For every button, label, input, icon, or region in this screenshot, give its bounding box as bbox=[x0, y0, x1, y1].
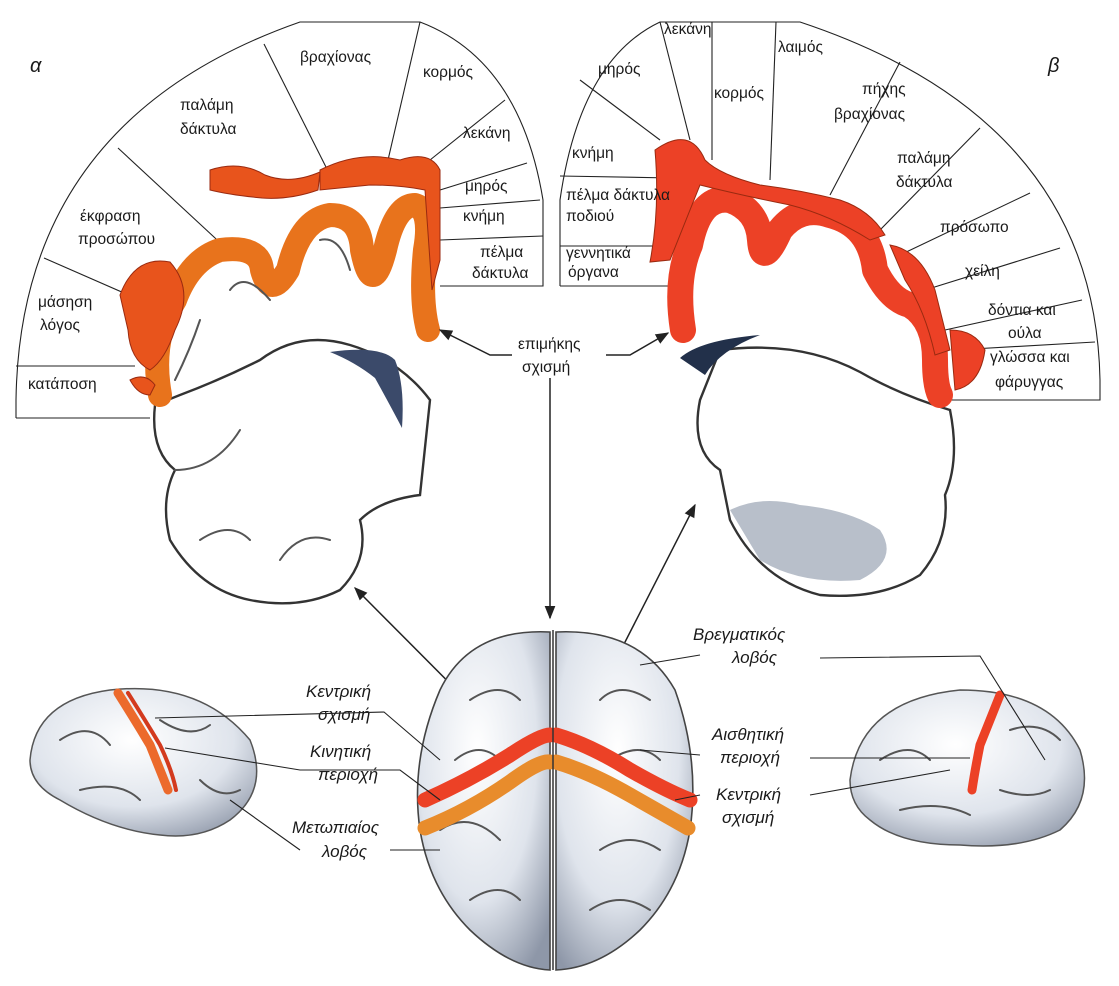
label-metopiaios-1: Μετωπιαίος bbox=[292, 818, 380, 837]
label-b-prosopo: πρόσωπο bbox=[940, 219, 1009, 236]
label-a-ekfrasi-1: έκφραση bbox=[80, 208, 141, 225]
label-b-pichis-2: βραχίονας bbox=[834, 106, 905, 123]
label-a-ekfrasi-2: προσώπου bbox=[78, 231, 155, 248]
top-view-brain bbox=[416, 630, 698, 971]
label-b-dontia-2: ούλα bbox=[1008, 325, 1042, 342]
label-metopiaios-2: λοβός bbox=[321, 842, 368, 861]
label-a-vrachionas: βραχίονας bbox=[300, 49, 371, 66]
panel-b-temporal-fold bbox=[730, 501, 887, 581]
label-aisthitiki-2: περιοχή bbox=[720, 748, 780, 767]
center-fissure-label: επιμήκης σχισμή bbox=[518, 336, 580, 376]
label-b-gennitika-1: γεννητικά bbox=[566, 245, 631, 262]
label-b-palami-1: παλάμη bbox=[897, 150, 950, 167]
label-a-pelma-2: δάκτυλα bbox=[472, 265, 528, 282]
label-aisthitiki-1: Αισθητική bbox=[711, 725, 784, 744]
label-b-palami-2: δάκτυλα bbox=[896, 174, 952, 191]
label-a-palami-1: παλάμη bbox=[180, 97, 233, 114]
left-lateral-brain bbox=[29, 687, 258, 837]
panel-b-fan-outer bbox=[559, 21, 1101, 401]
label-kentriki-left-1: Κεντρική bbox=[306, 682, 371, 701]
label-epimikis: επιμήκης bbox=[518, 336, 580, 353]
left-brain-motor-strip bbox=[113, 688, 173, 795]
top-brain-sensory-strip bbox=[417, 727, 698, 808]
label-kentriki-left-2: σχισμή bbox=[318, 705, 370, 724]
right-lateral-brain bbox=[849, 689, 1086, 847]
label-b-laimos: λαιμός bbox=[778, 39, 823, 56]
label-a-katapos: κατάποση bbox=[28, 376, 97, 393]
label-b-dontia-1: δόντια και bbox=[988, 302, 1056, 319]
panel-b: β γεννητικά όργανα bbox=[559, 21, 1101, 598]
label-kentriki-right-1: Κεντρική bbox=[716, 785, 781, 804]
panel-a: α κατάποση bbox=[15, 21, 544, 605]
label-vregmatikos-2: λοβός bbox=[731, 648, 778, 667]
label-a-pelma-1: πέλμα bbox=[480, 244, 523, 261]
panel-a-letter: α bbox=[30, 55, 42, 77]
panel-a-fan-outer bbox=[15, 21, 544, 418]
panel-a-internal-folds bbox=[174, 429, 331, 561]
label-b-pelma-1: πέλμα δάκτυλα bbox=[566, 187, 670, 204]
label-a-lekani: λεκάνη bbox=[463, 125, 511, 142]
panel-a-homunculus bbox=[119, 156, 441, 396]
label-b-lekani: λεκάνη bbox=[664, 21, 712, 38]
panel-a-labels: κατάποση μάσηση λόγος έκφραση προσώπου π… bbox=[28, 49, 528, 393]
label-a-palami-2: δάκτυλα bbox=[180, 121, 236, 138]
label-a-masisi-2: λόγος bbox=[40, 317, 80, 334]
left-brain-sensory-strip bbox=[126, 691, 178, 792]
bottom-labels: Κεντρική σχισμή Κινητική περιοχή Μετωπια… bbox=[154, 625, 1046, 861]
panel-a-motor-cortex bbox=[145, 193, 440, 407]
label-a-knimi: κνήμη bbox=[463, 208, 505, 225]
right-brain-sensory-strip bbox=[967, 690, 1005, 795]
label-a-masisi-1: μάσηση bbox=[38, 294, 92, 311]
top-brain-motor-strip bbox=[417, 754, 696, 836]
label-a-kormos: κορμός bbox=[423, 64, 473, 81]
label-a-miros: μηρός bbox=[465, 178, 507, 195]
label-kinitiki-1: Κινητική bbox=[310, 742, 371, 761]
label-b-glossa-1: γλώσσα και bbox=[990, 349, 1070, 366]
label-b-pichis-1: πήχης bbox=[862, 81, 906, 98]
panel-b-letter: β bbox=[1047, 55, 1059, 77]
label-b-kormos: κορμός bbox=[714, 85, 764, 102]
label-kentriki-right-2: σχισμή bbox=[722, 808, 774, 827]
label-vregmatikos-1: Βρεγματικός bbox=[693, 625, 786, 644]
label-b-glossa-2: φάρυγγας bbox=[995, 374, 1063, 391]
panel-b-labels: γεννητικά όργανα πέλμα δάκτυλα ποδιού κν… bbox=[566, 21, 1070, 391]
label-b-knimi: κνήμη bbox=[572, 145, 614, 162]
label-b-miros: μηρός bbox=[598, 61, 640, 78]
panel-a-ventricle bbox=[330, 349, 403, 428]
label-kinitiki-2: περιοχή bbox=[318, 765, 378, 784]
panel-a-brain-section bbox=[153, 338, 432, 605]
label-b-gennitika-2: όργανα bbox=[568, 264, 619, 281]
label-schismi: σχισμή bbox=[522, 359, 570, 376]
label-b-pelma-2: ποδιού bbox=[566, 208, 614, 225]
panel-b-homunculus bbox=[649, 139, 986, 391]
panel-b-ventricle bbox=[680, 335, 760, 375]
label-b-cheili: χείλη bbox=[965, 263, 1000, 280]
panel-a-fan-dividers bbox=[16, 21, 544, 419]
